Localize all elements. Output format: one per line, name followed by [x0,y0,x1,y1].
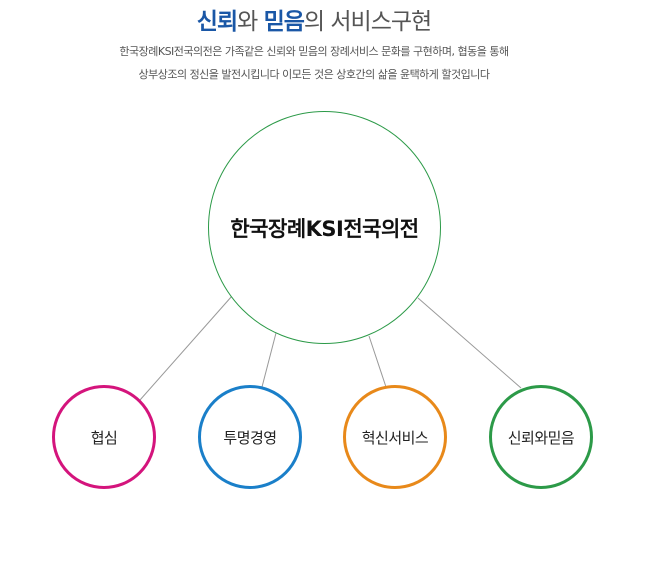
title-strong-trust: 신뢰 [196,9,238,35]
node-innovative-service: 혁신서비스 [343,385,447,489]
connector-line-1 [139,295,233,401]
node-trust-and-faith-label: 신뢰와믿음 [507,428,575,447]
connector-line-3 [368,335,387,388]
node-cooperation: 협심 [52,385,156,489]
node-transparent-management: 투명경영 [198,385,302,489]
title-text-service: 의 서비스구현 [303,9,432,35]
description: 한국장례KSI전국의전은 가족같은 신뢰와 믿음의 장례서비스 문화를 구현하며… [0,40,628,86]
description-line-2: 상부상조의 정신을 발전시킵니다 이모든 것은 상호간의 삶을 윤택하게 할것입… [138,68,490,81]
node-innovative-service-label: 혁신서비스 [361,428,429,447]
connector-line-4 [417,297,522,389]
title-text-and: 와 [237,9,264,35]
title-strong-faith: 믿음 [263,9,305,35]
description-line-1: 한국장례KSI전국의전은 가족같은 신뢰와 믿음의 장례서비스 문화를 구현하며… [119,45,509,58]
center-node: 한국장례KSI전국의전 [208,111,441,344]
node-trust-and-faith: 신뢰와믿음 [489,385,593,489]
center-node-label: 한국장례KSI전국의전 [230,216,419,241]
node-transparent-management-label: 투명경영 [223,428,277,447]
connector-line-2 [261,332,277,388]
section-title: 신뢰와 믿음의 서비스구현 [0,2,628,36]
node-cooperation-label: 협심 [90,428,118,447]
